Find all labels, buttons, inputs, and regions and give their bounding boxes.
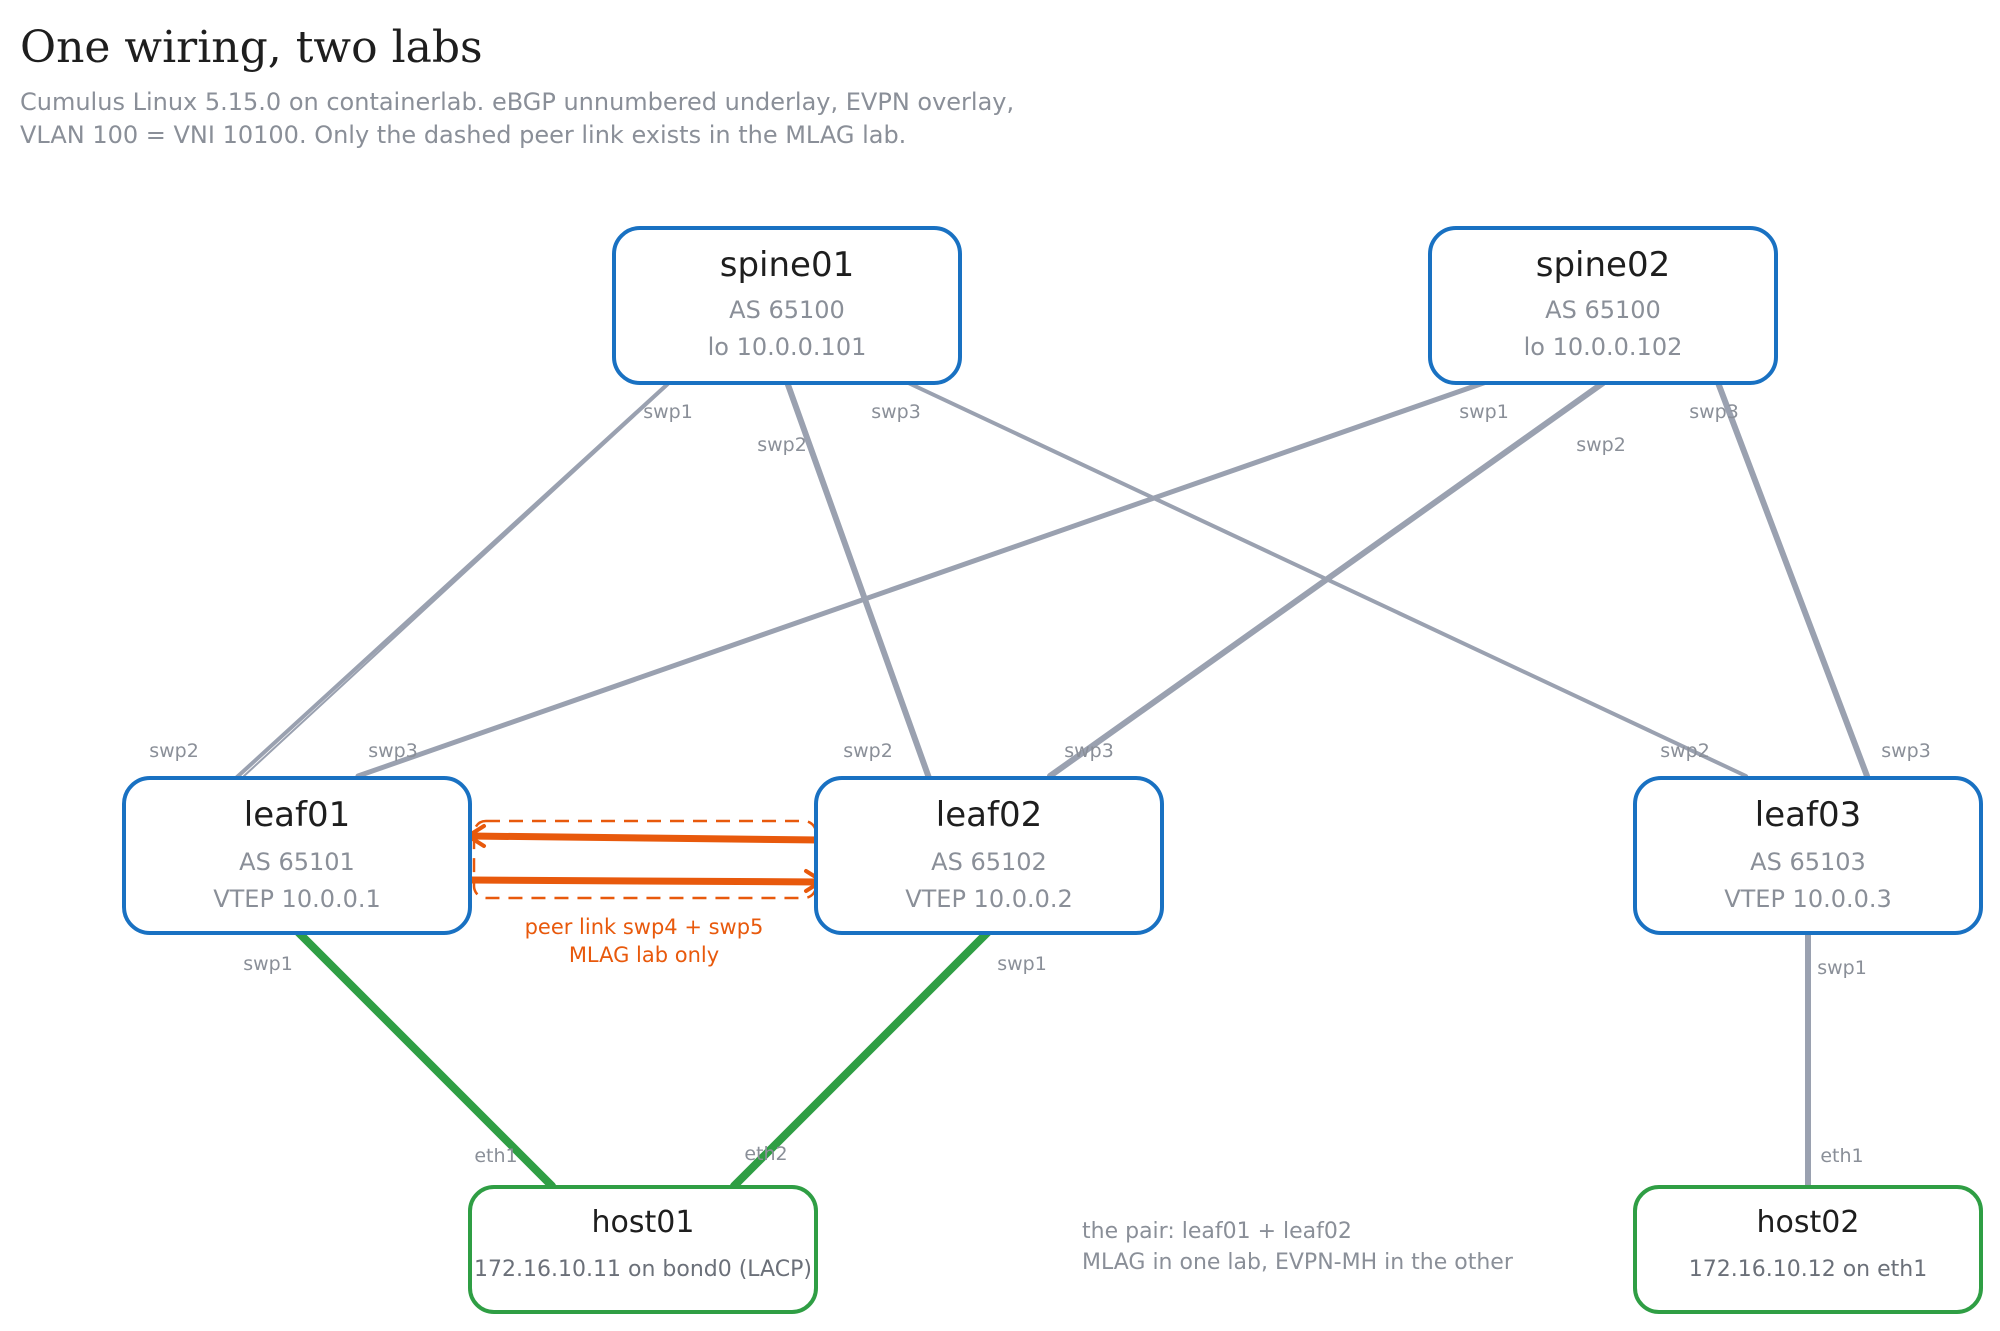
link-spine02-leaf03 [1714,377,1870,779]
leaf01-asn: AS 65101 [239,848,355,876]
port-label-spine02-swp2: swp2 [1576,434,1626,456]
fabric-links [234,377,1870,781]
host02-name: host02 [1757,1205,1860,1240]
port-label-host01-eth2: eth2 [744,1143,787,1165]
port-label-leaf03-swp2: swp2 [1660,740,1710,762]
node-host02[interactable]: host02 172.16.10.12 on eth1 [1633,1185,1983,1314]
port-label-host01-eth1: eth1 [474,1145,517,1167]
leaf01-box [122,776,472,935]
port-label-leaf01-swp3: swp3 [368,740,418,762]
leaf02-box [814,776,1164,935]
peer-link-dashed-outline [472,819,818,900]
leaf01-name: leaf01 [244,795,350,835]
link-spine01-leaf01 [234,378,674,780]
link-spine02-leaf01 [355,377,1495,779]
node-spine02[interactable]: spine02 AS 65100 lo 10.0.0.102 [1428,226,1778,385]
node-leaf01[interactable]: leaf01 AS 65101 VTEP 10.0.0.1 [122,776,472,935]
link-leaf02-host01 [730,928,992,1190]
host01-name: host01 [592,1205,695,1240]
host02-box [1633,1185,1983,1314]
pair-note-line-2: MLAG in one lab, EVPN-MH in the other [1082,1250,1514,1275]
port-label-leaf03-swp1: swp1 [1817,957,1867,979]
spine02-box [1428,226,1778,385]
leaf03-asn: AS 65103 [1750,848,1866,876]
leaf02-asn: AS 65102 [931,848,1047,876]
leaf03-name: leaf03 [1755,795,1861,835]
leaf03-box [1633,776,1983,935]
host-links [294,928,1811,1190]
port-label-leaf01-swp1: swp1 [243,953,293,975]
node-leaf03[interactable]: leaf03 AS 65103 VTEP 10.0.0.3 [1633,776,1983,935]
node-leaf02[interactable]: leaf02 AS 65102 VTEP 10.0.0.2 [814,776,1164,935]
port-label-spine01-swp3: swp3 [871,401,921,423]
port-label-leaf02-swp1: swp1 [997,953,1047,975]
node-spine01[interactable]: spine01 AS 65100 lo 10.0.0.101 [612,226,962,385]
leaf02-vtep: VTEP 10.0.0.2 [905,885,1073,913]
peer-link-label-1: peer link swp4 + swp5 [525,915,764,939]
spine02-loopback: lo 10.0.0.102 [1524,333,1683,361]
port-label-leaf02-swp3: swp3 [1064,740,1114,762]
spine02-name: spine02 [1536,245,1670,285]
link-spine02-leaf02 [1047,380,1606,779]
leaf03-vtep: VTEP 10.0.0.3 [1724,885,1892,913]
host02-address: 172.16.10.12 on eth1 [1689,1257,1927,1282]
port-label-spine02-swp3: swp3 [1689,401,1739,423]
port-label-leaf03-swp3: swp3 [1881,740,1931,762]
link-spine01-leaf01-sketch [243,384,669,777]
port-label-spine01-swp1: swp1 [643,401,693,423]
port-label-spine01-swp2: swp2 [757,434,807,456]
peer-link: peer link swp4 + swp5 MLAG lab only [466,819,824,967]
peer-link-swp4 [466,832,824,844]
peer-link-swp5 [466,876,824,886]
subtitle-line-1: Cumulus Linux 5.15.0 on containerlab. eB… [20,88,1014,116]
spine01-box [612,226,962,385]
link-leaf01-host01 [294,928,556,1190]
port-label-spine02-swp1: swp1 [1459,401,1509,423]
pair-note-line-1: the pair: leaf01 + leaf02 [1082,1219,1352,1244]
spine02-asn: AS 65100 [1545,296,1661,324]
subtitle-line-2: VLAN 100 = VNI 10100. Only the dashed pe… [20,121,906,149]
spine01-asn: AS 65100 [729,296,845,324]
port-label-leaf01-swp2: swp2 [149,740,199,762]
host01-box [468,1185,818,1314]
spine01-loopback: lo 10.0.0.101 [708,333,867,361]
host01-address: 172.16.10.11 on bond0 (LACP) [474,1257,812,1282]
leaf02-name: leaf02 [936,795,1042,835]
link-spine01-leaf02 [784,379,932,781]
leaf01-vtep: VTEP 10.0.0.1 [213,885,381,913]
node-host01[interactable]: host01 172.16.10.11 on bond0 (LACP) [468,1185,818,1314]
port-labels: swp1 swp2 swp3 swp1 swp2 swp3 swp2 swp3 … [149,401,1931,1167]
diagram-title: One wiring, two labs [20,22,483,73]
peer-link-label-2: MLAG lab only [569,943,719,967]
spine01-name: spine01 [720,245,854,285]
port-label-host02-eth1: eth1 [1820,1145,1863,1167]
port-label-leaf02-swp2: swp2 [843,740,893,762]
